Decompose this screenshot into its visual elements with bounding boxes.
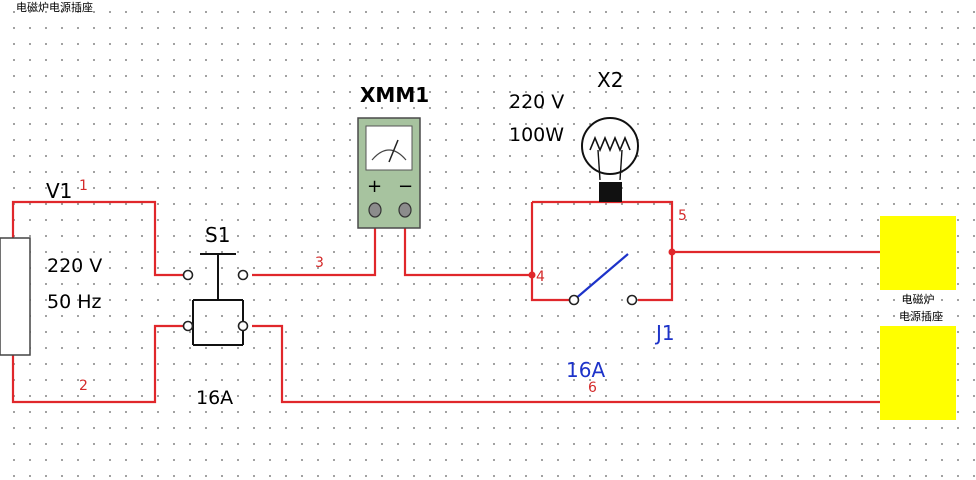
- relay-terminal: [568, 294, 580, 306]
- lamp-ref-label: X2: [597, 68, 623, 92]
- lamp-voltage-label: 220 V: [509, 91, 564, 113]
- wire-net-1[interactable]: [11, 200, 188, 277]
- net-label-6: 6: [588, 380, 597, 396]
- socket-terminal-upper: [880, 216, 956, 290]
- lamp-power-label: 100W: [509, 124, 564, 146]
- wire-net-2[interactable]: [11, 324, 188, 404]
- wire-meter-to-node-4[interactable]: [403, 212, 532, 277]
- meter-needle-icon: [388, 139, 399, 163]
- lamp-base: [599, 182, 622, 202]
- net-label-3: 3: [315, 255, 324, 271]
- lamp-bulb-icon: [581, 117, 639, 175]
- meter-plus-label: +: [367, 176, 382, 197]
- wire-net-6[interactable]: [252, 324, 890, 404]
- meter-minus-label: −: [398, 176, 413, 197]
- net-label-1: 1: [79, 178, 88, 194]
- meter-display: [365, 125, 413, 171]
- switch-rating-label: 16A: [196, 387, 233, 409]
- lamp-x2[interactable]: X2 220 V 100W: [509, 68, 639, 202]
- wires: [11, 200, 890, 404]
- wire-net-3[interactable]: [252, 212, 377, 277]
- source-voltage-label: 220 V: [47, 255, 102, 277]
- source-frequency-label: 50 Hz: [47, 291, 102, 313]
- socket-label-line1: 电磁炉: [902, 293, 935, 306]
- switch-s1[interactable]: S1 16A: [182, 223, 249, 409]
- junction-dot: [528, 271, 536, 279]
- net-label-4: 4: [536, 269, 545, 285]
- relay-terminal: [626, 294, 638, 306]
- socket-label-line2: 电源插座: [899, 309, 943, 323]
- switch-ref-label: S1: [205, 223, 230, 247]
- relay-ref-label: J1: [654, 321, 675, 345]
- relay-j1[interactable]: J1 16A: [566, 253, 675, 382]
- voltage-source-v1[interactable]: 220 V 50 Hz V1: [0, 179, 102, 356]
- diagram-title: 电磁炉电源插座: [16, 0, 93, 14]
- junction-dot: [668, 248, 676, 256]
- voltage-source-body: [0, 237, 31, 356]
- wire-lamp-top[interactable]: [532, 200, 674, 302]
- socket-outlet[interactable]: 电磁炉 电源插座: [880, 216, 956, 420]
- source-ref-label: V1: [46, 179, 72, 203]
- meter-plus-terminal: [368, 202, 382, 218]
- net-label-5: 5: [678, 208, 687, 224]
- switch-terminal: [237, 320, 249, 332]
- switch-terminal: [237, 269, 249, 281]
- relay-rating-label: 16A: [566, 358, 605, 382]
- lamp-support: [619, 149, 623, 181]
- switch-terminal: [182, 320, 194, 332]
- lamp-filament: [589, 135, 631, 153]
- meter-scale-arc: [371, 149, 407, 161]
- multimeter-xmm1[interactable]: + − XMM1: [357, 83, 429, 229]
- meter-minus-terminal: [398, 202, 412, 218]
- switch-terminal: [182, 269, 194, 281]
- socket-terminal-lower: [880, 326, 956, 420]
- wire-relay-loop[interactable]: [530, 202, 570, 302]
- net-label-2: 2: [79, 378, 88, 394]
- relay-contact-arm: [573, 253, 629, 301]
- lamp-support: [597, 149, 601, 181]
- multimeter-ref-label: XMM1: [360, 83, 429, 107]
